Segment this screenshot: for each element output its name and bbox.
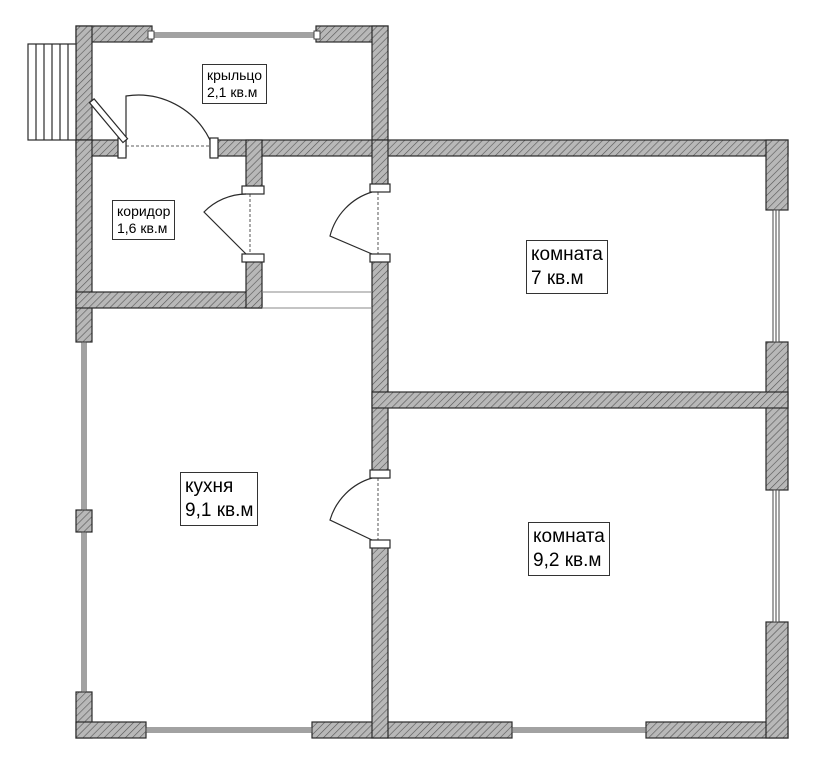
- outer-left-wall-top: [75, 139, 93, 343]
- room-label-corridor: коридор 1,6 кв.м: [112, 200, 176, 240]
- room-label-kitchen: кухня 9,1 кв.м: [180, 472, 259, 526]
- walls: [75, 25, 789, 739]
- room-area: 7 кв.м: [531, 267, 584, 289]
- hall-kitchen-opening: [262, 291, 372, 309]
- outer-left-wall-mid: [75, 509, 93, 533]
- door-corridor: [203, 185, 265, 263]
- outer-bottom-wall-mid: [311, 721, 513, 739]
- room-label-porch: крыльцо 2,1 кв.м: [202, 64, 268, 104]
- rooms-divider-wall: [371, 391, 789, 409]
- windows: [81, 30, 780, 733]
- window-room1-right: [772, 209, 780, 343]
- window-room2-bottom: [511, 727, 647, 733]
- door-kitchen: [329, 469, 391, 549]
- porch-stairs: [27, 43, 77, 141]
- room-name: крыльцо: [207, 67, 263, 83]
- window-room2-right: [772, 489, 780, 623]
- room-area: 2,1 кв.м: [207, 83, 258, 100]
- window-kitchen-left-upper: [81, 341, 87, 511]
- door-room1: [329, 183, 391, 263]
- porch-right-wall: [371, 25, 389, 157]
- corridor-bottom-wall: [75, 291, 263, 309]
- room-name: комната: [533, 526, 605, 547]
- room-area: 9,2 кв.м: [533, 549, 602, 571]
- room-name: коридор: [117, 203, 171, 219]
- window-kitchen-bottom: [145, 727, 313, 733]
- room-area: 9,1 кв.м: [185, 499, 254, 521]
- corridor-right-wall-bottom: [245, 257, 263, 309]
- central-wall-bottom: [371, 543, 389, 739]
- window-porch-top: [147, 30, 321, 40]
- room-label-room2: комната 9,2 кв.м: [528, 522, 610, 576]
- outer-bottom-wall-left: [75, 721, 147, 739]
- outer-right-wall-top: [765, 139, 789, 211]
- outer-right-wall-mid: [765, 341, 789, 491]
- central-wall-mid: [371, 255, 389, 479]
- room-name: кухня: [185, 476, 234, 497]
- room-area: 1,6 кв.м: [117, 219, 168, 236]
- central-wall-top: [371, 139, 389, 191]
- corridor-right-wall-top: [245, 139, 263, 191]
- room-name: комната: [531, 244, 603, 265]
- door-entrance: [88, 94, 219, 159]
- doors: [88, 94, 391, 549]
- room-label-room1: комната 7 кв.м: [526, 240, 608, 294]
- window-kitchen-left-lower: [81, 531, 87, 693]
- porch-left-wall: [75, 25, 93, 141]
- outer-right-wall-bottom: [765, 621, 789, 739]
- porch-bottom-wall-right: [209, 139, 789, 157]
